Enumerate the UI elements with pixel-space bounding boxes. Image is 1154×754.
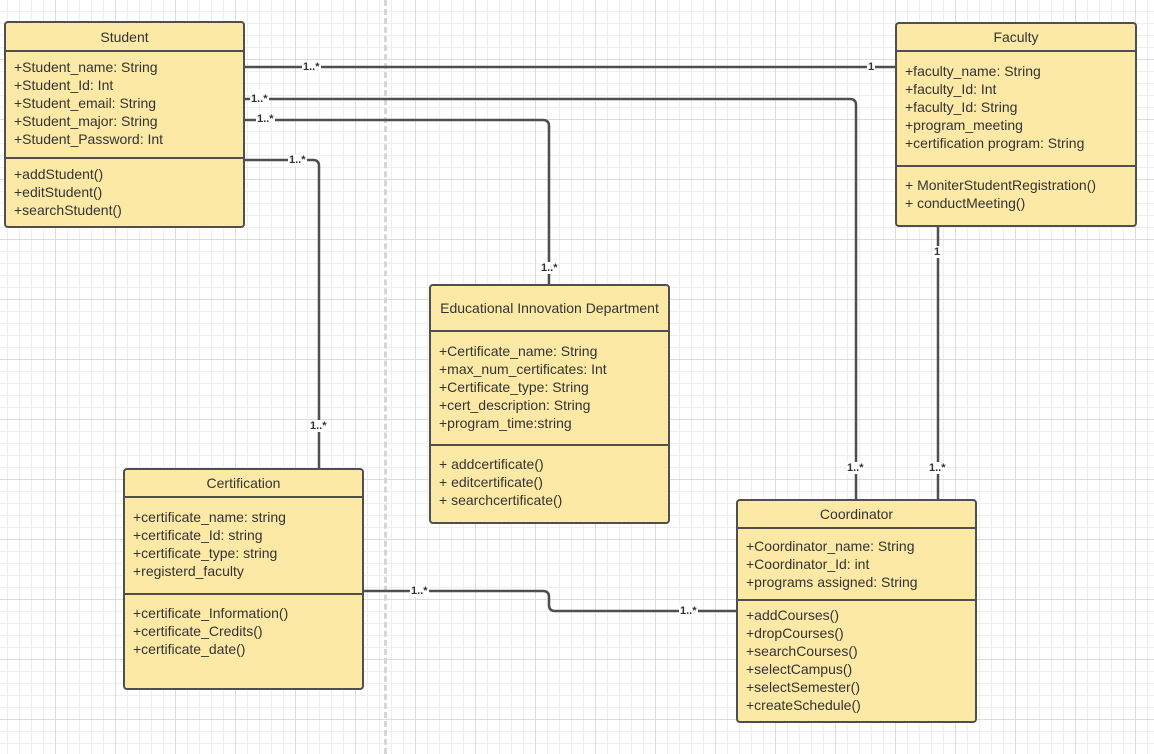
method: +selectSemester()	[746, 678, 860, 695]
method: +createSchedule()	[746, 696, 861, 713]
attribute: +Student_email: String	[14, 94, 157, 111]
mult-certification-coordinator-certification-end: 1..*	[410, 585, 429, 597]
attribute: +Student_major: String	[14, 112, 158, 129]
class-title: Coordinator	[738, 501, 975, 529]
method: + searchcertificate()	[439, 491, 563, 508]
mult-student-faculty-student-end: 1..*	[302, 61, 321, 73]
method: +searchCourses()	[746, 642, 858, 659]
attribute: +program_meeting	[905, 116, 1023, 133]
methods-section: + MoniterStudentRegistration() + conduct…	[897, 167, 1135, 213]
association-student-certification	[244, 158, 321, 469]
attribute: +Coordinator_name: String	[746, 538, 915, 554]
association-student-coordinator	[244, 97, 858, 500]
methods-section: +certificate_Information() +certificate_…	[125, 595, 362, 659]
class-educational-innovation-department[interactable]: Educational Innovation Department +Certi…	[429, 284, 670, 524]
method: + addcertificate()	[439, 456, 544, 472]
methods-section: +addStudent() +editStudent() +searchStud…	[6, 159, 243, 220]
method: +certificate_Credits()	[133, 622, 263, 639]
attribute: +program_time:string	[439, 414, 572, 431]
method: +certificate_Information()	[133, 605, 289, 621]
class-student[interactable]: Student +Student_name: String +Student_I…	[4, 21, 245, 228]
method: +editStudent()	[14, 183, 103, 200]
class-faculty[interactable]: Faculty +faculty_name: String +faculty_I…	[895, 22, 1137, 227]
method: + conductMeeting()	[905, 194, 1026, 211]
mult-student-coordinator-student-end: 1..*	[250, 93, 269, 105]
attribute: +cert_description: String	[439, 396, 591, 413]
method: +certificate_date()	[133, 640, 246, 657]
attribute: +certificate_Id: string	[133, 526, 263, 543]
attributes-section: +certificate_name: string +certificate_I…	[125, 498, 362, 595]
mult-student-certification-student-end: 1..*	[288, 154, 307, 166]
method: + MoniterStudentRegistration()	[905, 177, 1097, 193]
method: +addStudent()	[14, 166, 104, 182]
attribute: +programs assigned: String	[746, 573, 918, 590]
attribute: +certificate_type: string	[133, 544, 278, 561]
attribute: +Certificate_name: String	[439, 343, 598, 359]
attribute: +max_num_certificates: Int	[439, 360, 607, 377]
attributes-section: +Coordinator_name: String +Coordinator_I…	[738, 529, 975, 601]
attribute: +certification program: String	[905, 134, 1085, 151]
class-title: Faculty	[897, 24, 1135, 52]
methods-section: + addcertificate() + editcertificate() +…	[431, 446, 668, 510]
methods-section: +addCourses() +dropCourses() +searchCour…	[738, 601, 975, 714]
page-break-divider	[384, 0, 387, 754]
mult-faculty-coordinator-coordinator-end: 1..*	[928, 462, 947, 474]
method: +dropCourses()	[746, 624, 844, 641]
attributes-section: +Certificate_name: String +max_num_certi…	[431, 332, 668, 446]
attribute: +faculty_name: String	[905, 63, 1041, 79]
mult-student-eid-eid-end: 1..*	[540, 262, 559, 274]
mult-student-certification-certification-end: 1..*	[309, 420, 328, 432]
class-title: Certification	[125, 470, 362, 498]
attribute: +certificate_name: string	[133, 509, 286, 525]
attribute: +Student_Id: Int	[14, 76, 114, 93]
mult-student-faculty-faculty-end: 1	[867, 61, 876, 73]
attribute: +registerd_faculty	[133, 562, 244, 579]
mult-student-coordinator-coordinator-end: 1..*	[846, 462, 865, 474]
attribute: +Student_Password: Int	[14, 130, 164, 147]
mult-student-eid-student-end: 1..*	[256, 113, 275, 125]
method: +searchStudent()	[14, 201, 122, 218]
attributes-section: +faculty_name: String +faculty_Id: Int +…	[897, 52, 1135, 167]
attribute: +Student_name: String	[14, 59, 158, 75]
class-title: Educational Innovation Department	[431, 286, 668, 332]
attribute: +Certificate_type: String	[439, 378, 589, 395]
mult-certification-coordinator-coordinator-end: 1..*	[679, 605, 698, 617]
attribute: +faculty_Id: String	[905, 98, 1018, 115]
method: + editcertificate()	[439, 473, 543, 490]
class-certification[interactable]: Certification +certificate_name: string …	[123, 468, 364, 690]
class-title: Student	[6, 23, 243, 52]
mult-faculty-coordinator-faculty-end: 1	[933, 246, 942, 258]
attribute: +faculty_Id: Int	[905, 80, 997, 97]
association-student-eid	[244, 118, 551, 285]
class-coordinator[interactable]: Coordinator +Coordinator_name: String +C…	[736, 499, 977, 723]
attribute: +Coordinator_Id: int	[746, 555, 870, 572]
method: +addCourses()	[746, 607, 839, 623]
method: +selectCampus()	[746, 660, 853, 677]
association-certification-coordinator	[363, 589, 737, 613]
attributes-section: +Student_name: String +Student_Id: Int +…	[6, 52, 243, 159]
